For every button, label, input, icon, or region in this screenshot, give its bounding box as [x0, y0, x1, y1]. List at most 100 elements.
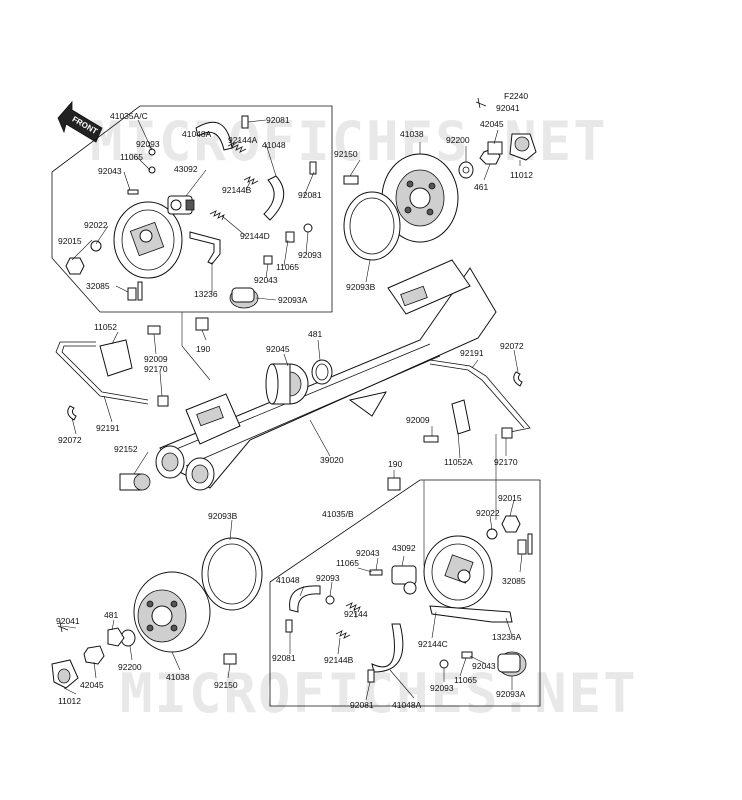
label-11065: 11065	[120, 152, 143, 162]
assembly-box-bottom-right	[269, 479, 541, 707]
washer-92093c	[325, 595, 335, 605]
clip-92072-left	[67, 405, 77, 421]
label-43092b: 43092	[392, 543, 416, 553]
washer-92200	[458, 161, 474, 179]
lever-13236a	[429, 605, 513, 623]
label-41038: 41038	[400, 129, 424, 139]
lever-13236	[189, 231, 221, 265]
label-92081d: 92081	[350, 700, 374, 710]
label-41048a: 41048A	[182, 129, 212, 139]
cotter-pin-92041b	[57, 621, 69, 633]
part-labels: 41035A/C 92093 11065 92043 92022 92015 3…	[56, 103, 533, 710]
label-92043b: 92043	[254, 275, 278, 285]
label-92043: 92043	[98, 166, 122, 176]
label-41038b: 41038	[166, 672, 190, 682]
label-92170: 92170	[144, 364, 168, 374]
label-92072-right: 92072	[500, 341, 524, 351]
pin-92043d	[461, 651, 473, 659]
backing-plate-left	[113, 201, 183, 279]
label-481b: 481	[104, 610, 118, 620]
brake-line-92191-right	[429, 359, 531, 433]
clip-92081c	[285, 619, 293, 633]
clamp-92170b	[501, 427, 513, 439]
label-92093d: 92093	[430, 683, 454, 693]
label-92144c: 92144C	[418, 639, 448, 649]
label-461: 461	[474, 182, 488, 192]
label-92093a-b: 92093A	[496, 689, 526, 699]
label-92150b: 92150	[214, 680, 238, 690]
label-42045b: 42045	[80, 680, 104, 690]
pin-92043c	[369, 569, 383, 576]
pin-11065	[148, 166, 156, 174]
clamp-92170	[157, 395, 169, 407]
wheel-cylinder-left	[167, 195, 195, 215]
label-92009-right: 92009	[406, 415, 430, 425]
pin-11065b	[285, 231, 295, 243]
label-92072: 92072	[58, 435, 82, 445]
label-92093b-small: 92093	[298, 250, 322, 260]
clip-32085	[127, 281, 143, 301]
spring-92144a	[227, 142, 247, 153]
bracket-11052a	[451, 399, 471, 435]
label-43092: 43092	[174, 164, 198, 174]
washer-92022	[90, 240, 102, 252]
spring-92144	[345, 602, 361, 613]
label-11065d: 11065	[454, 675, 477, 685]
label-92015b: 92015	[498, 493, 522, 503]
clip-92081d	[367, 669, 375, 683]
nut-92015	[65, 257, 85, 275]
lock-42045b	[83, 645, 105, 665]
brake-drum-left	[133, 571, 211, 653]
label-41048b: 41048	[276, 575, 300, 585]
label-41035ac: 41035A/C	[110, 111, 148, 121]
brake-shoe-lower	[263, 175, 285, 221]
label-11052: 11052	[94, 322, 117, 332]
axle-housing-39020	[155, 259, 497, 491]
label-42045: 42045	[480, 119, 504, 129]
washer-92093d	[439, 659, 449, 669]
label-92009: 92009	[144, 354, 168, 364]
nut-92015b	[501, 515, 521, 533]
label-92144: 92144	[344, 609, 368, 619]
label-190: 190	[196, 344, 210, 354]
pin-92043b	[263, 255, 273, 265]
label-13236: 13236	[194, 289, 218, 299]
clip-32085b	[517, 533, 533, 555]
label-92093a: 92093A	[278, 295, 308, 305]
label-92144a: 92144A	[228, 135, 258, 145]
bolt-92150b	[223, 653, 237, 665]
label-11012: 11012	[510, 170, 533, 180]
label-92041b: 92041	[56, 616, 80, 626]
clip-92072-right	[513, 371, 523, 387]
seal-ring-92093b-bottom	[201, 537, 263, 611]
label-92093c: 92093	[316, 573, 340, 583]
label-92093: 92093	[136, 139, 160, 149]
label-92144d: 92144D	[240, 231, 270, 241]
label-92022: 92022	[84, 220, 108, 230]
spring-92144b-lower	[335, 630, 351, 639]
label-92152: 92152	[114, 444, 138, 454]
bolt-92009b	[423, 435, 439, 443]
cap-11012	[509, 133, 537, 161]
label-92093b: 92093B	[346, 282, 376, 292]
label-32085: 32085	[86, 281, 110, 291]
label-11052a: 11052A	[444, 457, 473, 467]
label-92200: 92200	[446, 135, 470, 145]
label-92170-right: 92170	[494, 457, 518, 467]
spring-92144b	[243, 176, 259, 185]
cap-11012b	[51, 659, 79, 689]
assembly-box-top-left	[51, 105, 333, 313]
label-32085b: 32085	[502, 576, 526, 586]
cap-92093a-b	[497, 651, 527, 677]
label-92191: 92191	[96, 423, 120, 433]
washer-92022b	[486, 528, 498, 540]
fitting-190	[195, 317, 209, 331]
label-92045: 92045	[266, 344, 290, 354]
lock-42045	[487, 141, 503, 155]
cap-92093a	[229, 287, 259, 309]
label-92081: 92081	[266, 115, 290, 125]
brake-shoe-41048a	[371, 623, 404, 673]
leader-lines	[61, 119, 523, 701]
fitting-190b	[387, 477, 401, 491]
